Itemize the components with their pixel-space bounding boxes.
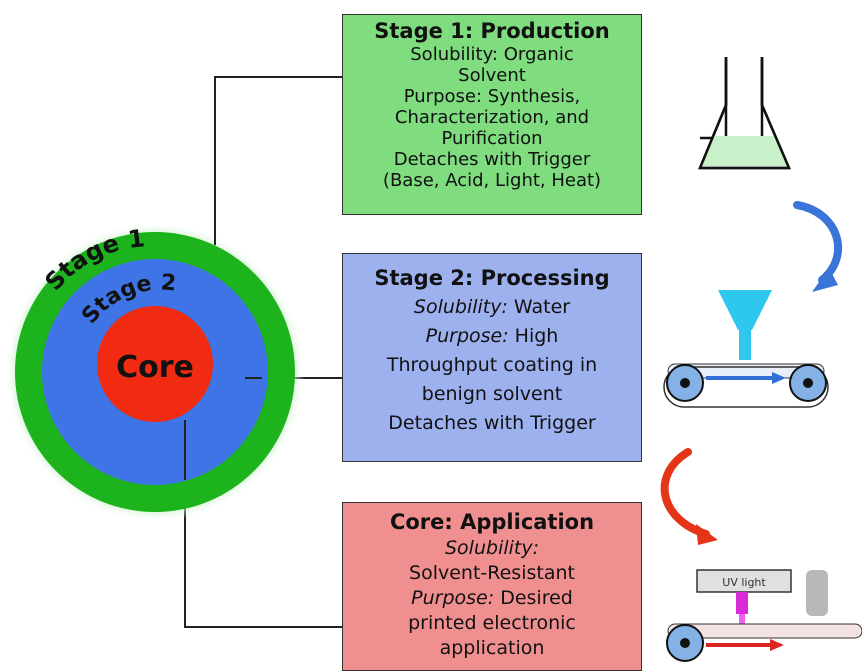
stage1-line: Solubility: Organic [410,44,574,65]
stage1-line: Detaches with Trigger [393,149,591,170]
flask-icon [698,57,791,170]
stage2-label: Purpose: [425,325,509,347]
connector-stage1 [214,76,342,240]
core-box: Core: Application Solubility: Solvent-Re… [342,502,642,671]
stage2-value: High [508,325,559,347]
stage2-line: Detaches with Trigger [388,412,596,434]
core-line: application [439,637,545,659]
stage2-label: Solubility: [413,296,508,318]
core-label: Solubility: [445,537,539,559]
core-circle [97,306,213,422]
stage1-line: Solvent [458,65,526,86]
coating-machine-icon [663,290,829,408]
core-value: Desired [494,587,573,609]
core-line: printed electronic [408,612,576,634]
stage2-line: Purpose: High [343,322,641,351]
core-line: Solvent-Resistant [409,562,575,584]
core-line: Solubility: [343,536,641,561]
stage2-line: benign solvent [421,383,563,405]
stage1-line: Purification [441,128,543,149]
stage2-box: Stage 2: Processing Solubility: Water Pu… [342,253,642,462]
stage1-title: Stage 1: Production [374,19,610,43]
curved-arrow-red-icon [660,448,710,538]
stage2-title: Stage 2: Processing [374,266,610,290]
stage1-box: Stage 1: Production Solubility: Organic … [342,14,642,215]
uv-curing-machine-icon: UV light [666,569,862,662]
stage1-line: (Base, Acid, Light, Heat) [382,170,602,191]
stage2-value: Water [507,296,571,318]
core-label: Core [116,350,194,385]
core-label: Purpose: [411,587,495,609]
curved-arrow-blue-icon [793,201,842,284]
core-line: Purpose: Desired [343,586,641,611]
uv-light-label: UV light [722,576,766,589]
stage2-line: Solubility: Water [343,293,641,322]
stage1-line: Characterization, and [394,107,590,128]
stage1-line: Purpose: Synthesis, [403,86,581,107]
core-title: Core: Application [389,510,595,534]
stage2-line: Throughput coating in [386,354,598,376]
